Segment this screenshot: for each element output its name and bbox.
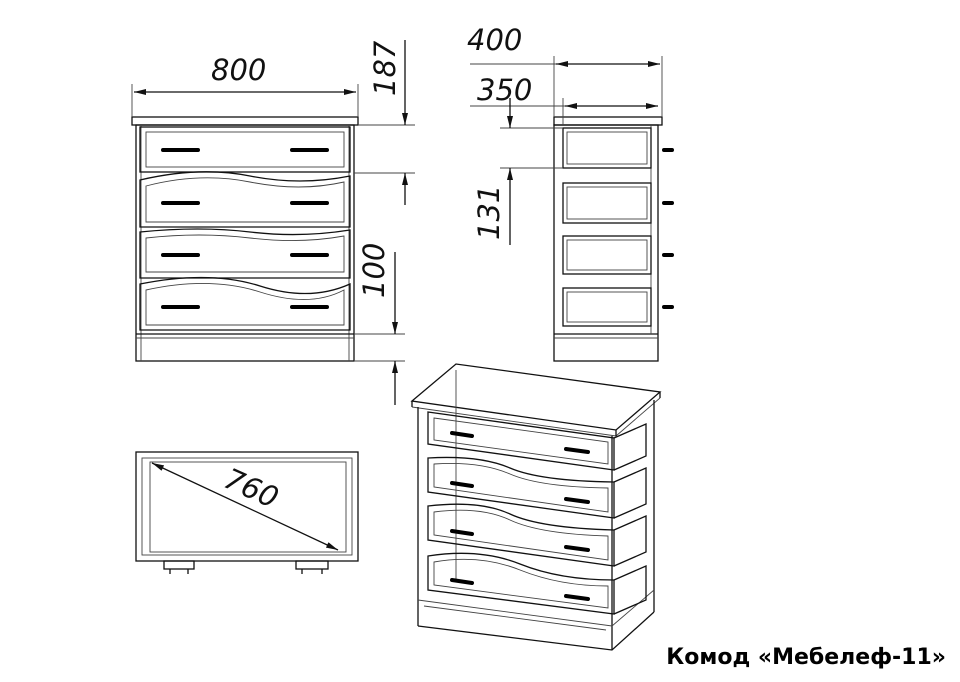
side-drawer-2 xyxy=(562,182,674,224)
front-drawer-1 xyxy=(139,126,351,173)
side-drawer-1 xyxy=(562,127,674,169)
front-drawer-3 xyxy=(139,228,351,279)
side-drawer-height-label: 131 xyxy=(472,185,506,240)
isometric-view xyxy=(410,363,662,651)
side-view: 400 350 131 xyxy=(467,23,674,362)
front-width-label: 800 xyxy=(211,53,266,87)
top-diagonal-label: 760 xyxy=(219,461,283,515)
side-depth-label: 400 xyxy=(467,23,522,57)
top-view: 760 xyxy=(135,451,359,574)
front-view: 800 187 100 xyxy=(131,40,415,405)
front-plinth-label: 100 xyxy=(357,243,391,298)
iso-drawer-2 xyxy=(427,456,647,519)
side-drawer-4 xyxy=(562,287,674,327)
side-inner-depth-label: 350 xyxy=(477,73,532,107)
iso-drawer-1 xyxy=(427,411,647,471)
iso-drawer-4 xyxy=(427,552,647,615)
front-drawer-2 xyxy=(139,171,351,228)
side-drawer-3 xyxy=(562,235,674,275)
iso-drawer-3 xyxy=(427,503,647,567)
front-drawer-height-label: 187 xyxy=(368,40,402,96)
product-title: Комод «Мебелеф-11» xyxy=(666,645,946,670)
front-drawer-4 xyxy=(139,276,351,331)
